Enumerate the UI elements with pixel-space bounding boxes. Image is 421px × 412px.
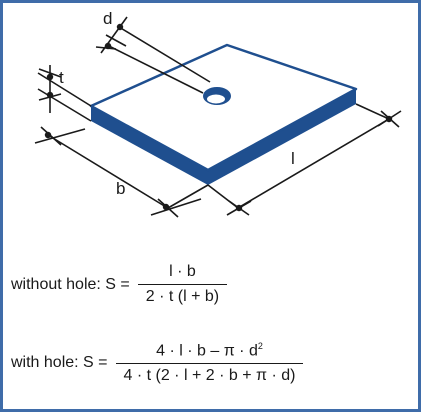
dim-t-dot-bottom (46, 91, 54, 99)
dim-d-dot-top (116, 23, 124, 31)
label-t: t (59, 68, 64, 87)
plate-right-side (208, 89, 356, 185)
dim-t-dot-top (46, 73, 54, 81)
formula-with-hole-numerator: 4 · l · b – π · d2 (148, 341, 271, 363)
formula-without-hole-fraction: l · b 2 · t (l + b) (137, 263, 228, 306)
formula-without-hole-denominator: 2 · t (l + b) (137, 284, 228, 306)
label-b: b (116, 179, 125, 198)
formula-with-hole-fraction: 4 · l · b – π · d2 4 · t (2 · l + 2 · b … (115, 341, 304, 385)
formula-with-hole: with hole: S = 4 · l · b – π · d2 4 · t … (11, 341, 304, 385)
formula-with-hole-numerator-exponent: 2 (257, 341, 263, 351)
dim-d-dot-bottom (104, 42, 112, 50)
plate-diagram: d t b (34, 9, 402, 218)
label-l: l (291, 149, 295, 168)
dim-l-dot-left (235, 204, 243, 212)
dim-b-dot-right (162, 203, 170, 211)
formula-without-hole-numerator: l · b (169, 263, 196, 280)
dimension-b (34, 126, 209, 218)
formula-without-hole-label: without hole: S = (11, 275, 130, 293)
formula-without-hole: without hole: S = l · b 2 · t (l + b) (11, 263, 228, 306)
dim-b-dot-left (44, 131, 52, 139)
dimension-t (37, 65, 92, 122)
formula-with-hole-label: with hole: S = (11, 354, 108, 372)
formula-with-hole-denominator: 4 · t (2 · l + 2 · b + π · d) (115, 363, 304, 385)
plate-left-side (91, 106, 208, 185)
formula-with-hole-numerator-main: 4 · l · b – π · d (156, 342, 258, 360)
label-d: d (103, 9, 112, 28)
plate-top-face (89, 43, 358, 172)
plate-hole-rim (207, 94, 225, 104)
dim-l-dot-right (385, 115, 393, 123)
